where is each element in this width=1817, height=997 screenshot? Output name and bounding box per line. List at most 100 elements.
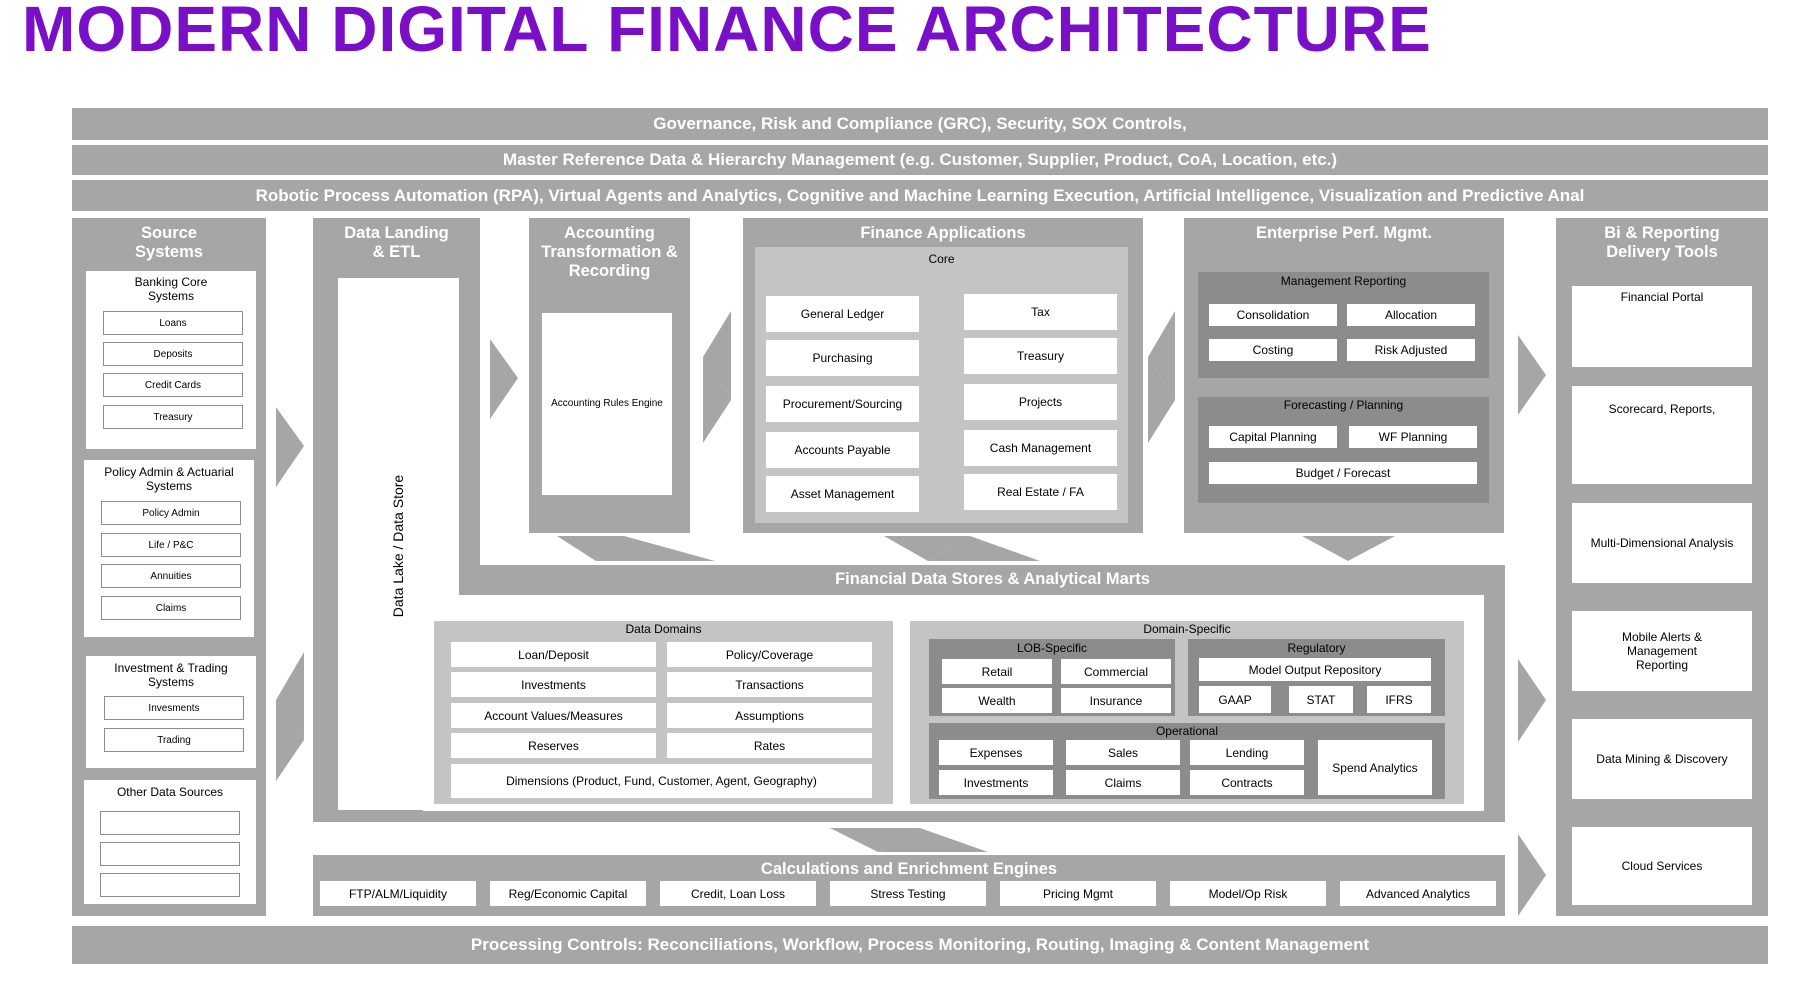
arrow-right-landing-to-accounting xyxy=(490,339,518,419)
mdm-band: Master Reference Data & Hierarchy Manage… xyxy=(72,145,1768,175)
epm-costing: Costing xyxy=(1209,339,1337,361)
source-item-invesments: Invesments xyxy=(104,696,244,720)
arrow-right-fds-to-bi xyxy=(1518,659,1546,742)
reg-ifrs: IFRS xyxy=(1367,686,1431,713)
source-item-claims: Claims xyxy=(101,596,241,620)
lob-retail: Retail xyxy=(942,659,1052,684)
source-item-trading: Trading xyxy=(104,728,244,752)
arrow-right-epm-to-bi xyxy=(1518,335,1546,415)
calc-pricing-mgmt: Pricing Mgmt xyxy=(1000,881,1156,906)
bi-financial-portal: Financial Portal xyxy=(1572,286,1752,367)
epm-consolidation: Consolidation xyxy=(1209,304,1337,326)
arrow-up-fds-to-finapps xyxy=(928,536,1040,561)
source-systems-title: Source Systems xyxy=(135,224,203,261)
arrow-right-finapps-to-epm xyxy=(1148,357,1175,443)
epm-allocation: Allocation xyxy=(1347,304,1475,326)
arrow-right-calc-to-bi xyxy=(1518,834,1546,916)
epm-title: Enterprise Perf. Mgmt. xyxy=(1255,224,1433,242)
fin-app-real-estate: Real Estate / FA xyxy=(964,474,1117,510)
op-claims: Claims xyxy=(1066,770,1180,795)
arrow-right-source-to-landing xyxy=(276,407,304,487)
fin-app-asset-management: Asset Management xyxy=(766,476,919,512)
rpa-band: Robotic Process Automation (RPA), Virtua… xyxy=(72,180,1768,211)
op-investments: Investments xyxy=(939,770,1053,795)
epm-wf-planning: WF Planning xyxy=(1349,426,1477,448)
policy-admin-title: Policy Admin & Actuarial Systems xyxy=(104,465,234,493)
fin-app-treasury: Treasury xyxy=(964,338,1117,374)
calc-stress-testing: Stress Testing xyxy=(830,881,986,906)
op-lending: Lending xyxy=(1190,740,1304,765)
bi-reporting-title: Bi & Reporting Delivery Tools xyxy=(1604,224,1720,261)
domain-transactions: Transactions xyxy=(667,672,872,697)
calc-advanced-analytics: Advanced Analytics xyxy=(1340,881,1496,906)
calc-engines-title: Calculations and Enrichment Engines xyxy=(760,860,1058,878)
source-item-empty-2 xyxy=(100,842,240,866)
investment-trading-title: Investment & Trading Systems xyxy=(114,661,228,689)
reg-model-output-repository: Model Output Repository xyxy=(1199,658,1431,681)
lob-commercial: Commercial xyxy=(1061,659,1171,684)
forecasting-panel xyxy=(1198,397,1489,503)
other-sources-title: Other Data Sources xyxy=(116,785,224,799)
source-item-credit-cards: Credit Cards xyxy=(103,373,243,397)
fin-app-purchasing: Purchasing xyxy=(766,340,919,376)
source-item-empty-3 xyxy=(100,873,240,897)
op-expenses: Expenses xyxy=(939,740,1053,765)
reg-stat: STAT xyxy=(1289,686,1353,713)
calc-ftp-alm: FTP/ALM/Liquidity xyxy=(320,881,476,906)
finance-applications-title: Finance Applications xyxy=(860,224,1026,242)
source-item-life-pc: Life / P&C xyxy=(101,533,241,557)
bi-scorecard: Scorecard, Reports, xyxy=(1572,386,1752,484)
processing-controls-band: Processing Controls: Reconciliations, Wo… xyxy=(72,926,1768,964)
bi-multidimensional: Multi-Dimensional Analysis xyxy=(1572,503,1752,583)
arrow-down-accounting-to-fds xyxy=(557,536,625,561)
accounting-title: Accounting Transformation & Recording xyxy=(541,224,678,280)
domain-loan-deposit: Loan/Deposit xyxy=(451,642,656,667)
lob-insurance: Insurance xyxy=(1061,688,1171,713)
bi-mobile-alerts: Mobile Alerts & Management Reporting xyxy=(1572,611,1752,691)
calc-credit-loan-loss: Credit, Loan Loss xyxy=(660,881,816,906)
arrow-up-fds-to-accounting xyxy=(596,536,715,561)
fds-title: Financial Data Stores & Analytical Marts xyxy=(835,570,1150,588)
domain-specific-title: Domain-Specific xyxy=(1143,622,1231,636)
fin-app-procurement: Procurement/Sourcing xyxy=(766,386,919,422)
arrow-down-epm-to-fds xyxy=(1302,536,1395,561)
calc-reg-capital: Reg/Economic Capital xyxy=(490,881,646,906)
calc-model-op-risk: Model/Op Risk xyxy=(1170,881,1326,906)
lob-specific-title: LOB-Specific xyxy=(1016,641,1088,655)
bi-data-mining: Data Mining & Discovery xyxy=(1572,719,1752,799)
fin-app-projects: Projects xyxy=(964,384,1117,420)
arrow-right-source-to-landing-2 xyxy=(276,700,304,781)
mgmt-reporting-title: Management Reporting xyxy=(1280,274,1407,288)
source-item-deposits: Deposits xyxy=(103,342,243,366)
arrow-left-landing-to-source-1 xyxy=(276,652,304,740)
domain-dimensions: Dimensions (Product, Fund, Customer, Age… xyxy=(451,764,872,798)
lob-wealth: Wealth xyxy=(942,688,1052,713)
reg-gaap: GAAP xyxy=(1199,686,1271,713)
arrow-down-fds-to-calc xyxy=(830,828,920,852)
fin-app-accounts-payable: Accounts Payable xyxy=(766,432,919,468)
regulatory-title: Regulatory xyxy=(1287,641,1346,655)
epm-risk-adjusted: Risk Adjusted xyxy=(1347,339,1475,361)
data-landing-title: Data Landing & ETL xyxy=(344,224,449,261)
epm-budget-forecast: Budget / Forecast xyxy=(1209,462,1477,484)
grc-band: Governance, Risk and Compliance (GRC), S… xyxy=(72,108,1768,140)
domain-rates: Rates xyxy=(667,733,872,758)
arrow-right-accounting-to-finapps xyxy=(703,357,731,443)
fin-app-general-ledger: General Ledger xyxy=(766,296,919,332)
finance-core-title: Core xyxy=(928,252,955,266)
domain-assumptions: Assumptions xyxy=(667,703,872,728)
forecasting-title: Forecasting / Planning xyxy=(1283,398,1404,412)
op-contracts: Contracts xyxy=(1190,770,1304,795)
source-item-treasury: Treasury xyxy=(103,405,243,429)
arrow-down-finapps-to-fds xyxy=(884,536,970,561)
arrow-left-epm-to-finapps xyxy=(1148,311,1175,400)
banking-core-title: Banking Core Systems xyxy=(134,275,208,303)
epm-capital-planning: Capital Planning xyxy=(1209,426,1337,448)
domain-account-values: Account Values/Measures xyxy=(451,703,656,728)
source-item-empty-1 xyxy=(100,811,240,835)
page-title: MODERN DIGITAL FINANCE ARCHITECTURE xyxy=(22,0,1432,65)
arrow-left-finapps-to-accounting xyxy=(703,311,731,400)
fin-app-tax: Tax xyxy=(964,294,1117,330)
op-spend-analytics: Spend Analytics xyxy=(1318,740,1432,795)
